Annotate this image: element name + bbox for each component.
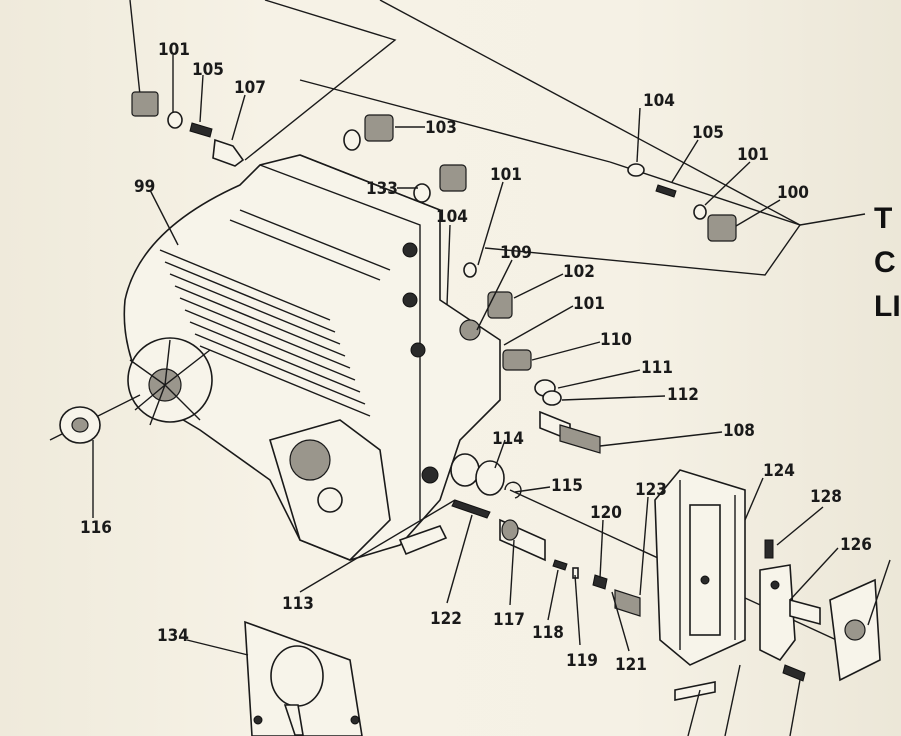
callout-117: 117 <box>493 610 525 630</box>
callout-101: 101 <box>490 165 522 185</box>
side-caption: T C LI <box>874 202 901 323</box>
callout-99: 99 <box>134 177 155 197</box>
callout-103: 103 <box>425 118 457 138</box>
callout-120: 120 <box>590 503 622 523</box>
callout-102: 102 <box>563 262 595 282</box>
callout-114: 114 <box>492 429 524 449</box>
callout-128: 128 <box>810 487 842 507</box>
callout-104: 104 <box>643 91 675 111</box>
callout-118: 118 <box>532 623 564 643</box>
callout-133: 133 <box>366 179 398 199</box>
side-text-line-3: LI <box>874 290 901 323</box>
callout-121: 121 <box>615 655 647 675</box>
valve-parts-right <box>463 262 601 454</box>
frame-parts-100-105 <box>627 163 737 242</box>
callout-119: 119 <box>566 651 598 671</box>
callout-112: 112 <box>667 385 699 405</box>
callout-100: 100 <box>777 183 809 203</box>
callout-105: 105 <box>692 123 724 143</box>
callout-126: 126 <box>840 535 872 555</box>
explosion-frame <box>129 0 866 276</box>
callout-134: 134 <box>157 626 189 646</box>
callout-107: 107 <box>234 78 266 98</box>
callout-115: 115 <box>551 476 583 496</box>
callout-108: 108 <box>723 421 755 441</box>
cover-plate-124 <box>654 469 746 666</box>
lever-parts-126-128 <box>674 539 881 701</box>
side-text-line-2: C <box>874 246 896 279</box>
callout-105: 105 <box>192 60 224 80</box>
side-text-line-1: T <box>874 202 892 235</box>
washer-part <box>167 111 183 129</box>
callout-109: 109 <box>500 243 532 263</box>
callout-labels: 101 105 107 99 103 133 104 105 101 100 1… <box>80 40 872 675</box>
callout-122: 122 <box>430 609 462 629</box>
leader-lines <box>149 55 891 736</box>
callout-101: 101 <box>737 145 769 165</box>
callout-101: 101 <box>573 294 605 314</box>
valve-part <box>212 138 245 167</box>
callout-116: 116 <box>80 518 112 538</box>
callout-101: 101 <box>158 40 190 60</box>
gearbox-housing <box>123 154 501 561</box>
callout-111: 111 <box>641 358 673 378</box>
callout-110: 110 <box>600 330 632 350</box>
callout-124: 124 <box>763 461 795 481</box>
coupling-part-116 <box>49 394 141 518</box>
callout-113: 113 <box>282 594 314 614</box>
top-left-parts <box>131 91 245 167</box>
plug-parts-103 <box>343 114 467 203</box>
callout-123: 123 <box>635 480 667 500</box>
plug-part <box>131 91 159 117</box>
callout-104: 104 <box>436 207 468 227</box>
gasket-plate-134 <box>244 620 363 736</box>
spring-part <box>189 122 213 138</box>
